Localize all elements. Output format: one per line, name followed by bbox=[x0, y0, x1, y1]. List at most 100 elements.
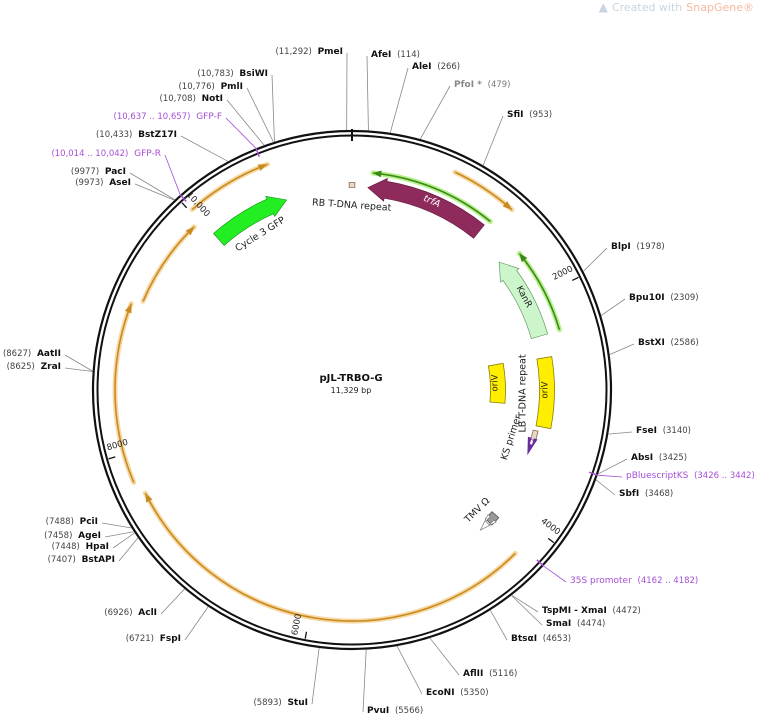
site-name: AseI bbox=[109, 178, 131, 188]
restriction-site-label[interactable]: AleI (266) bbox=[412, 62, 460, 73]
restriction-site-label[interactable]: AflII (5116) bbox=[463, 669, 517, 680]
site-name: BtsαI bbox=[511, 634, 538, 644]
restriction-site-label[interactable]: (10,433) BstZ17I bbox=[96, 130, 177, 141]
site-position: (9977) bbox=[70, 167, 100, 177]
restriction-site-label[interactable]: Bpu10I (2309) bbox=[629, 293, 699, 304]
site-name: TspMI - XmaI bbox=[542, 606, 607, 616]
site-name: AclI bbox=[138, 608, 157, 618]
restriction-site-label[interactable]: EcoNI (5350) bbox=[426, 688, 489, 699]
site-connector-line bbox=[543, 565, 567, 583]
restriction-site-label[interactable]: AbsI (3425) bbox=[631, 453, 687, 464]
site-position: (7488) bbox=[45, 517, 74, 527]
restriction-site-label[interactable]: SfiI (953) bbox=[507, 110, 552, 121]
feature-rb-repeat bbox=[348, 182, 356, 188]
restriction-site-label[interactable]: PvuI (5566) bbox=[367, 706, 423, 717]
orf-arrow-2-arrowhead bbox=[145, 493, 153, 503]
site-name: BstZ17I bbox=[138, 130, 177, 140]
site-connector-line bbox=[595, 479, 616, 496]
site-position: (8625) bbox=[6, 362, 35, 372]
restriction-site-label[interactable]: (9973) AseI bbox=[75, 178, 131, 189]
orf-arrow-2 bbox=[144, 492, 516, 622]
restriction-site-label[interactable]: PfoI * (479) bbox=[454, 80, 510, 91]
feature-kanr bbox=[498, 261, 549, 340]
restriction-site-label[interactable]: (10,708) NotI bbox=[160, 94, 223, 105]
primer-mark bbox=[588, 471, 598, 476]
orf-arrow-4-glow bbox=[140, 224, 197, 304]
orf-arrow-3 bbox=[114, 303, 135, 483]
site-name: HpaI bbox=[85, 542, 109, 552]
site-position: (3425) bbox=[658, 453, 688, 463]
tick-label: 2000 bbox=[551, 264, 575, 283]
restriction-site-label[interactable]: SmaI (4474) bbox=[546, 619, 605, 630]
tick-label: 6000 bbox=[290, 613, 304, 636]
site-position: (10,014 .. 10,042) bbox=[51, 149, 129, 159]
restriction-site-label[interactable]: TspMI - XmaI (4472) bbox=[542, 606, 641, 617]
feature-ks-primer bbox=[527, 436, 538, 456]
restriction-site-label[interactable]: FseI (3140) bbox=[636, 426, 691, 437]
orf-arrow-5-arrowhead bbox=[257, 164, 268, 171]
restriction-site-label[interactable]: (10,783) BsiWI bbox=[197, 69, 268, 80]
restriction-site-label[interactable]: BlpI (1978) bbox=[611, 242, 665, 253]
primer-site-label[interactable]: 35S promoter (4162 .. 4182) bbox=[570, 576, 698, 587]
site-position: (266) bbox=[437, 62, 461, 72]
restriction-site-label[interactable]: (6926) AclI bbox=[104, 608, 157, 619]
site-name: ZraI bbox=[40, 362, 61, 372]
site-name: PmeI bbox=[317, 47, 343, 57]
restriction-site-label[interactable]: (11,292) PmeI bbox=[275, 47, 343, 58]
site-connectors bbox=[64, 52, 635, 713]
site-position: (5350) bbox=[460, 688, 489, 698]
site-connector-line bbox=[511, 594, 539, 613]
feature-gfp bbox=[213, 195, 288, 246]
site-name: BstAPI bbox=[81, 555, 115, 565]
site-name: EcoNI bbox=[426, 688, 455, 698]
site-connector-line bbox=[184, 606, 209, 641]
restriction-site-label[interactable]: (6721) FspI bbox=[126, 634, 181, 645]
restriction-site-label[interactable]: AfeI (114) bbox=[371, 50, 420, 61]
restriction-site-label[interactable]: (7407) BstAPI bbox=[48, 555, 115, 566]
site-connector-line bbox=[226, 99, 265, 146]
restriction-site-label[interactable]: (7488) PciI bbox=[46, 517, 98, 528]
restriction-site-label[interactable]: (7458) AgeI bbox=[44, 531, 101, 542]
site-name: 35S promoter bbox=[570, 576, 632, 586]
site-connector-line bbox=[104, 531, 135, 538]
restriction-site-label[interactable]: SbfI (3468) bbox=[619, 489, 673, 500]
site-name: PvuI bbox=[367, 706, 390, 716]
restriction-site-label[interactable]: (8625) ZraI bbox=[7, 362, 61, 373]
green-arrow-1-arrowhead bbox=[372, 170, 382, 178]
primer-site-label[interactable]: (10,014 .. 10,042) GFP-R bbox=[51, 149, 161, 160]
site-name: GFP-F bbox=[196, 112, 222, 122]
restriction-site-label[interactable]: BtsαI (4653) bbox=[511, 634, 571, 645]
site-name: AbsI bbox=[631, 453, 654, 463]
orf-arrow-2-glow bbox=[142, 490, 518, 624]
site-position: (6721) bbox=[125, 634, 154, 644]
site-name: AgeI bbox=[78, 531, 101, 541]
site-connector-line bbox=[101, 522, 132, 529]
branding-brand: SnapGene® bbox=[686, 0, 754, 14]
site-name: AfeI bbox=[371, 50, 392, 60]
primer-mark bbox=[255, 148, 261, 158]
feature-label-oriv-inner[interactable]: oriV bbox=[490, 374, 501, 392]
site-connector-line bbox=[112, 532, 135, 549]
restriction-site-label[interactable]: (8627) AatII bbox=[3, 349, 61, 360]
site-connector-line bbox=[429, 637, 460, 676]
site-position: (2586) bbox=[670, 338, 699, 348]
site-connector-line bbox=[180, 135, 229, 162]
site-position: (5893) bbox=[253, 698, 282, 708]
site-name: Bpu10I bbox=[629, 293, 665, 303]
site-name: AleI bbox=[412, 62, 432, 72]
primer-site-label[interactable]: (10,637 .. 10,657) GFP-F bbox=[114, 112, 222, 123]
restriction-site-label[interactable]: (5893) StuI bbox=[253, 698, 308, 709]
restriction-site-label[interactable]: BstXI (2586) bbox=[638, 338, 699, 349]
restriction-site-label[interactable]: (9977) PacI bbox=[71, 167, 126, 178]
site-name: SbfI bbox=[619, 489, 640, 499]
restriction-site-label[interactable]: (10,776) PmlI bbox=[178, 82, 243, 93]
site-name: FseI bbox=[636, 426, 657, 436]
restriction-site-label[interactable]: (7448) HpaI bbox=[52, 542, 109, 553]
tick-mark bbox=[181, 202, 188, 209]
site-name: StuI bbox=[287, 698, 308, 708]
primer-site-label[interactable]: pBluescriptKS (3426 .. 3442) bbox=[626, 471, 755, 482]
site-name: PfoI * bbox=[454, 80, 482, 90]
site-position: (4653) bbox=[542, 634, 572, 644]
feature-label-oriv-outer[interactable]: oriV bbox=[540, 381, 551, 399]
